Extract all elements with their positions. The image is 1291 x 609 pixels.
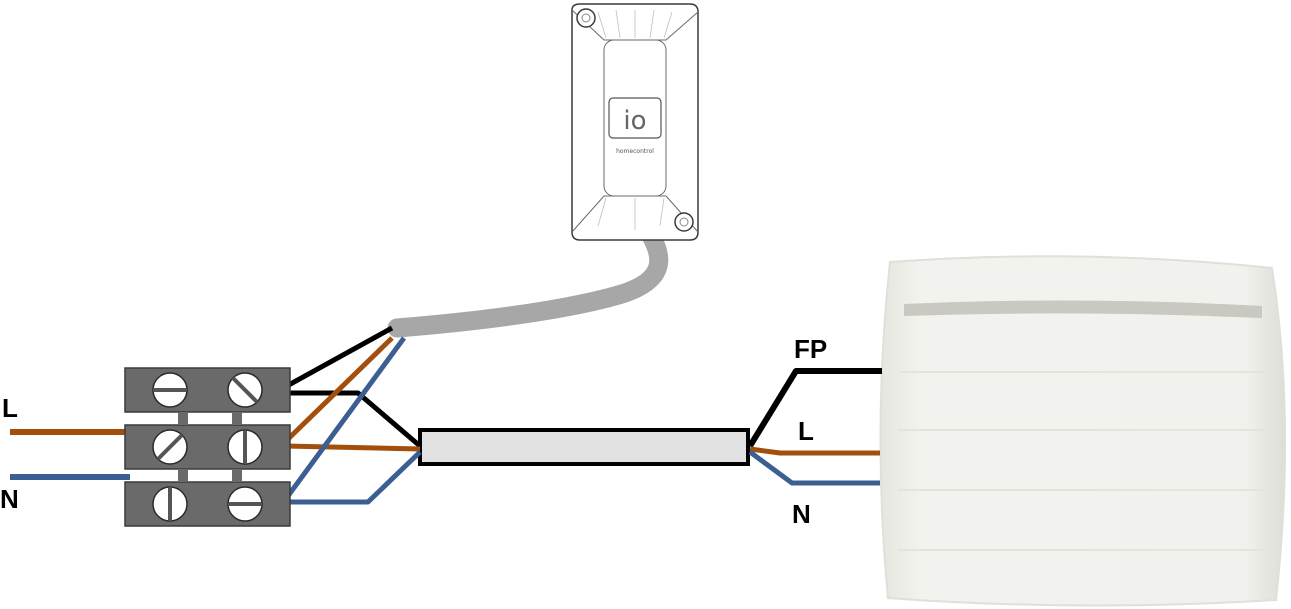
- cable-sleeve: [418, 428, 750, 466]
- terminal-block: [124, 367, 291, 527]
- screw-icon: [152, 429, 188, 465]
- wire-neutral-sleeve: [285, 450, 422, 505]
- wire-live-module: [283, 336, 394, 444]
- label-left-live: L: [2, 393, 18, 423]
- module-brand-text: homecontrol: [616, 148, 654, 155]
- wire-pilot-sleeve: [285, 390, 422, 448]
- screw-icon: [227, 372, 263, 408]
- terminal-wires: [282, 325, 422, 505]
- wire-pilot-radiator: [747, 368, 882, 448]
- wire-neutral-radiator: [748, 449, 880, 486]
- mounting-hole-icon: [674, 212, 694, 232]
- io-homecontrol-logo: [608, 97, 662, 139]
- screw-icon: [227, 486, 263, 522]
- wire-live-radiator: [749, 446, 880, 456]
- screw-icon: [227, 429, 263, 465]
- label-right-live: L: [798, 416, 814, 446]
- wire-pilot-module: [283, 325, 394, 390]
- screw-icon: [152, 486, 188, 522]
- screw-icon: [152, 372, 188, 408]
- wire-neutral-module: [282, 336, 407, 502]
- mounting-hole-icon: [576, 8, 596, 28]
- label-left-neutral: N: [0, 484, 19, 514]
- radiator-wires: [747, 368, 882, 486]
- io-module: io homecontrol: [571, 3, 699, 241]
- label-right-neutral: N: [792, 499, 811, 529]
- radiator: [879, 255, 1287, 607]
- label-right-pilot: FP: [794, 334, 827, 364]
- wire-live-sleeve: [284, 443, 421, 452]
- module-logo-text: io: [623, 106, 646, 136]
- module-cable: [387, 224, 669, 338]
